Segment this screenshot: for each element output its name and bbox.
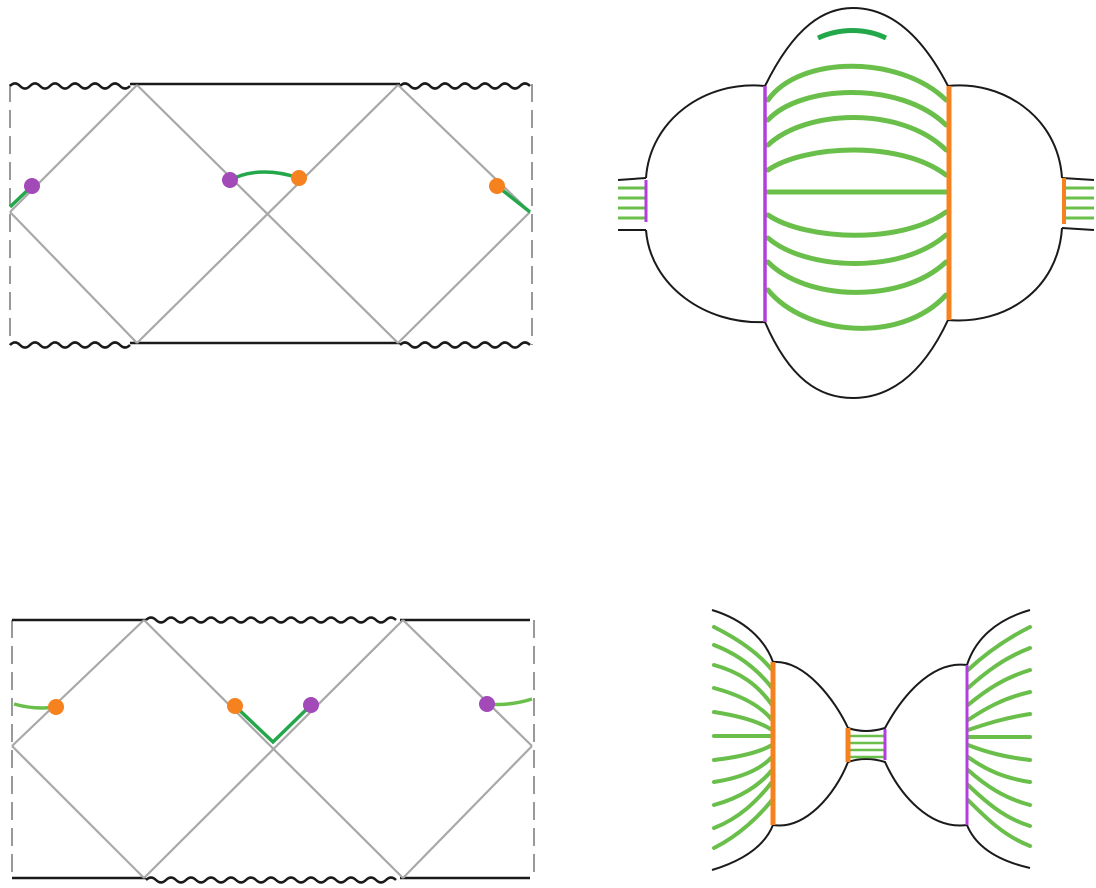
slice-diagram-top bbox=[617, 6, 1095, 400]
green-slice-middle bbox=[233, 703, 313, 745]
left-field-lines bbox=[712, 625, 774, 850]
singularity-bottom-right bbox=[399, 341, 531, 349]
light-cone-lines bbox=[11, 619, 533, 879]
right-neck-outline bbox=[1061, 177, 1095, 231]
singularity-top-right bbox=[399, 82, 531, 90]
outer-outline bbox=[645, 6, 1063, 400]
orange-dot bbox=[489, 178, 505, 194]
top-green-arc bbox=[816, 28, 888, 41]
light-cone-lines bbox=[9, 84, 531, 344]
orange-dot bbox=[291, 170, 307, 186]
left-neck-field-lines bbox=[618, 186, 646, 220]
neck-field-lines bbox=[849, 734, 885, 759]
singularity-bottom-left bbox=[9, 341, 131, 349]
right-field-lines bbox=[966, 625, 1032, 848]
bulge-field-lines bbox=[765, 63, 949, 331]
green-slice-middle bbox=[229, 170, 300, 182]
left-neck-outline bbox=[617, 177, 647, 231]
singularity-top bbox=[145, 616, 397, 624]
singularity-bottom bbox=[145, 876, 397, 884]
right-neck-field-lines bbox=[1064, 186, 1094, 220]
penrose-diagram-bottom bbox=[11, 616, 535, 884]
outer-outline bbox=[711, 609, 1031, 871]
orange-dot bbox=[227, 698, 243, 714]
penrose-diagram-top bbox=[8, 82, 533, 349]
orange-dot bbox=[48, 699, 64, 715]
purple-dot bbox=[222, 172, 238, 188]
purple-dot bbox=[24, 178, 40, 194]
purple-dot bbox=[303, 697, 319, 713]
singularity-top-left bbox=[9, 82, 131, 90]
slice-diagram-bottom bbox=[711, 609, 1032, 871]
purple-dot bbox=[479, 696, 495, 712]
